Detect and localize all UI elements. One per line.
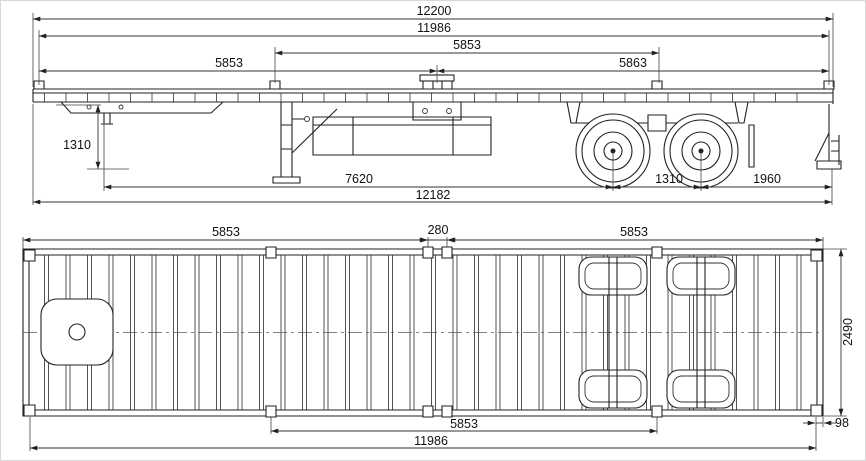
dim-label-axle-spacing: 1310 [655,172,683,186]
side-view: 12200 11986 5853 5853 5863 1310 7620 131… [32,4,842,205]
side-view-body [32,74,842,189]
dim-label-front-height: 1310 [63,138,91,152]
dim-label-mid-lock-span: 5853 [450,417,478,431]
mid-lock-bracket [412,101,462,121]
spring-pack-inner [672,262,730,290]
spring-pack [666,256,736,296]
hub-center-icon [698,148,704,154]
dim-label-center-gap: 280 [428,223,449,237]
side-view-dimensions: 12200 11986 5853 5853 5863 1310 7620 131… [32,4,834,205]
deck-crossmember-ticks [43,93,809,102]
suspension-springs [578,256,736,409]
spring-pack [578,256,648,296]
hub-center-icon [610,148,616,154]
dim-label-total-length: 12200 [417,4,452,18]
dim-label-mid-lock-span: 5853 [453,38,481,52]
axle-tubes [608,257,706,408]
rear-underride-guard [814,104,842,170]
dim-label-kingpin-to-bogie: 7620 [345,172,373,186]
dim-label-rear-overhang: 1960 [753,172,781,186]
kingpin-bolt-icon [118,104,124,110]
plan-view: 5853 280 5853 2490 98 5853 11986 [22,223,855,451]
twist-lock-fittings [23,246,823,418]
gooseneck-plate [60,101,224,114]
spring-pack [666,369,736,409]
spring-pack [578,369,648,409]
dim-label-front-lock-span: 5853 [212,225,240,239]
landing-gear [272,102,338,184]
kingpin-icon [68,323,86,341]
kingpin-bolt-icon [86,104,92,110]
dim-label-frame-length: 11986 [417,21,451,35]
dim-label-overall-width: 2490 [841,318,855,346]
dim-label-lock-to-lock-length: 11986 [414,434,448,448]
bracket-pin-icon [446,108,452,114]
plan-view-body [22,246,824,418]
dim-label-rear-lock-span: 5863 [619,56,647,70]
toolbox [312,116,492,156]
dim-label-front-lock-span: 5853 [215,56,243,70]
spring-pack-inner [584,262,642,290]
twist-lock-posts [33,80,835,90]
dim-label-overall-length: 12182 [416,188,451,202]
spring-pack-inner [584,375,642,403]
bracket-pin-icon [422,108,428,114]
kingpin [101,113,113,125]
spring-pack-inner [672,375,730,403]
dim-label-lock-edge-offset: 98 [835,416,849,430]
dim-label-rear-lock-span: 5853 [620,225,648,239]
landing-gear-crank-icon [304,116,310,122]
plan-view-dimensions: 5853 280 5853 2490 98 5853 11986 [22,223,855,451]
